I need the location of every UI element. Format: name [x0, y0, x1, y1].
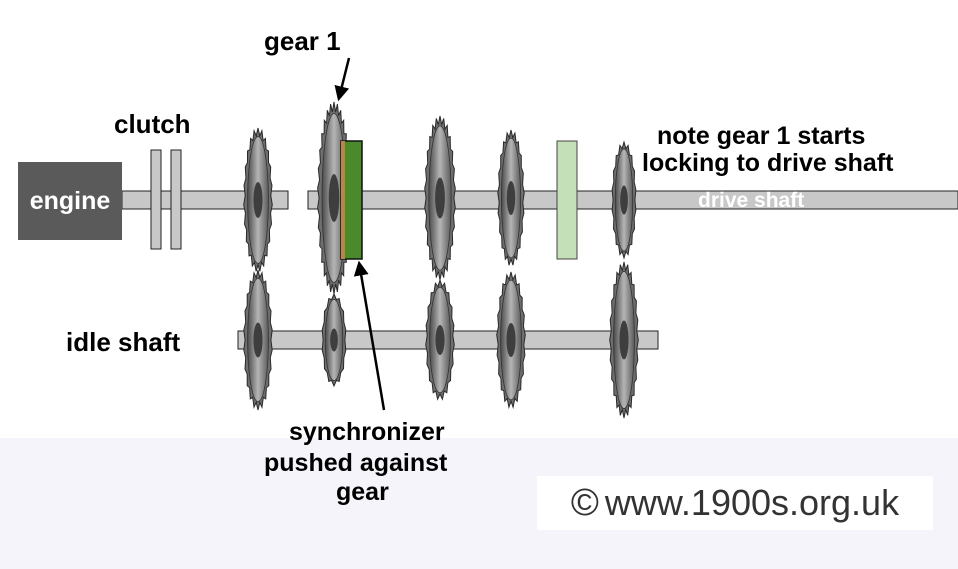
synchronizer-label-line1: synchronizer	[289, 418, 445, 446]
clutch-label: clutch	[114, 109, 191, 139]
idle-shaft-label: idle shaft	[66, 327, 181, 357]
clutch-plates	[150, 149, 182, 250]
idle-gear-3	[425, 278, 455, 401]
engine-box: engine	[18, 162, 122, 240]
credit-url: www.1900s.org.uk	[604, 482, 900, 523]
idle-gear-4	[496, 271, 526, 410]
note-line2: locking to drive shaft	[642, 149, 894, 177]
idle-gear-5	[609, 261, 639, 419]
drive-gear-1	[243, 127, 273, 272]
gears	[243, 101, 639, 419]
synchronizer-label-line3: gear	[336, 478, 389, 506]
drive-gear-4	[497, 129, 525, 266]
note-line1: note gear 1 starts	[657, 122, 866, 150]
drive-gear-3	[424, 115, 456, 281]
idle-gear-2	[321, 292, 347, 388]
credit-watermark: © www.1900s.org.uk	[537, 476, 933, 530]
engine-label: engine	[29, 186, 111, 215]
gear1-label: gear 1	[264, 26, 341, 56]
synchronizer-contact-face	[341, 141, 345, 259]
drive-gear-5	[611, 140, 637, 260]
copyright-icon: ©	[570, 481, 599, 524]
synchronizer-arrow	[353, 260, 386, 411]
synchronizer-label-line2: pushed against	[264, 449, 448, 477]
gear1-arrow	[334, 57, 351, 102]
idle-gear-1	[243, 269, 273, 411]
drive-shaft-label: drive shaft	[698, 189, 805, 212]
idle-synchronizer	[556, 140, 578, 260]
